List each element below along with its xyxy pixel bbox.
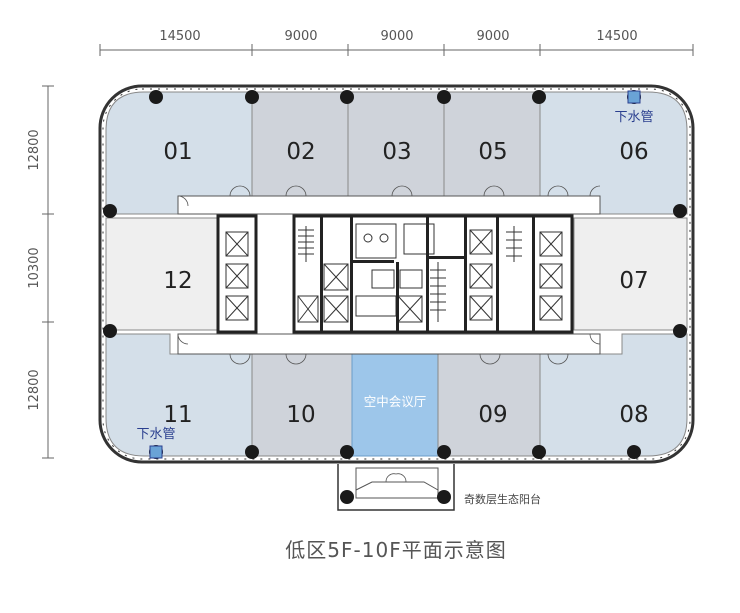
downpipe-top-icon — [627, 90, 641, 104]
plan-caption: 低区5F-10F平面示意图 — [285, 538, 506, 562]
unit-10[interactable] — [251, 353, 353, 457]
unit-09[interactable] — [437, 353, 541, 457]
eco-balcony — [337, 464, 455, 511]
unit-03[interactable] — [347, 91, 445, 197]
dim-left-2: 10300 — [27, 247, 42, 288]
dim-top-3: 9000 — [380, 29, 413, 44]
unit-03-label: 03 — [382, 139, 411, 165]
unit-12[interactable] — [105, 217, 219, 331]
left-dimension-line: 12800 10300 12800 — [27, 85, 54, 459]
dim-top-2: 9000 — [284, 29, 317, 44]
sky-lobby[interactable] — [351, 353, 439, 457]
unit-08-label: 08 — [619, 402, 648, 428]
unit-11-label: 11 — [163, 402, 192, 428]
sky-lobby-label: 空中会议厅 — [364, 394, 427, 409]
units-bottom-row — [105, 333, 688, 457]
unit-05[interactable] — [443, 91, 541, 197]
unit-12-label: 12 — [163, 268, 192, 294]
dim-top-1: 14500 — [159, 29, 200, 44]
unit-07[interactable] — [573, 217, 688, 331]
dim-top-5: 14500 — [596, 29, 637, 44]
top-dimension-line: 14500 9000 9000 9000 14500 — [99, 29, 694, 56]
unit-06-label: 06 — [619, 139, 648, 165]
downpipe-top-label: 下水管 — [614, 110, 653, 125]
downpipe-bottom-label: 下水管 — [136, 427, 175, 442]
unit-05-label: 05 — [478, 139, 507, 165]
unit-labels: 01 02 03 05 06 12 07 11 10 09 08 — [163, 139, 648, 428]
downpipe-bottom-icon — [149, 445, 163, 459]
unit-02-label: 02 — [286, 139, 315, 165]
corridor — [177, 185, 601, 365]
unit-01-label: 01 — [163, 139, 192, 165]
units-top-row — [105, 91, 688, 215]
unit-10-label: 10 — [286, 402, 315, 428]
dim-left-3: 12800 — [27, 369, 42, 410]
dim-top-4: 9000 — [476, 29, 509, 44]
unit-09-label: 09 — [478, 402, 507, 428]
building-core — [216, 214, 574, 334]
eco-balcony-label: 奇数层生态阳台 — [464, 492, 541, 506]
unit-07-label: 07 — [619, 268, 648, 294]
unit-02[interactable] — [251, 91, 349, 197]
dim-left-1: 12800 — [27, 129, 42, 170]
